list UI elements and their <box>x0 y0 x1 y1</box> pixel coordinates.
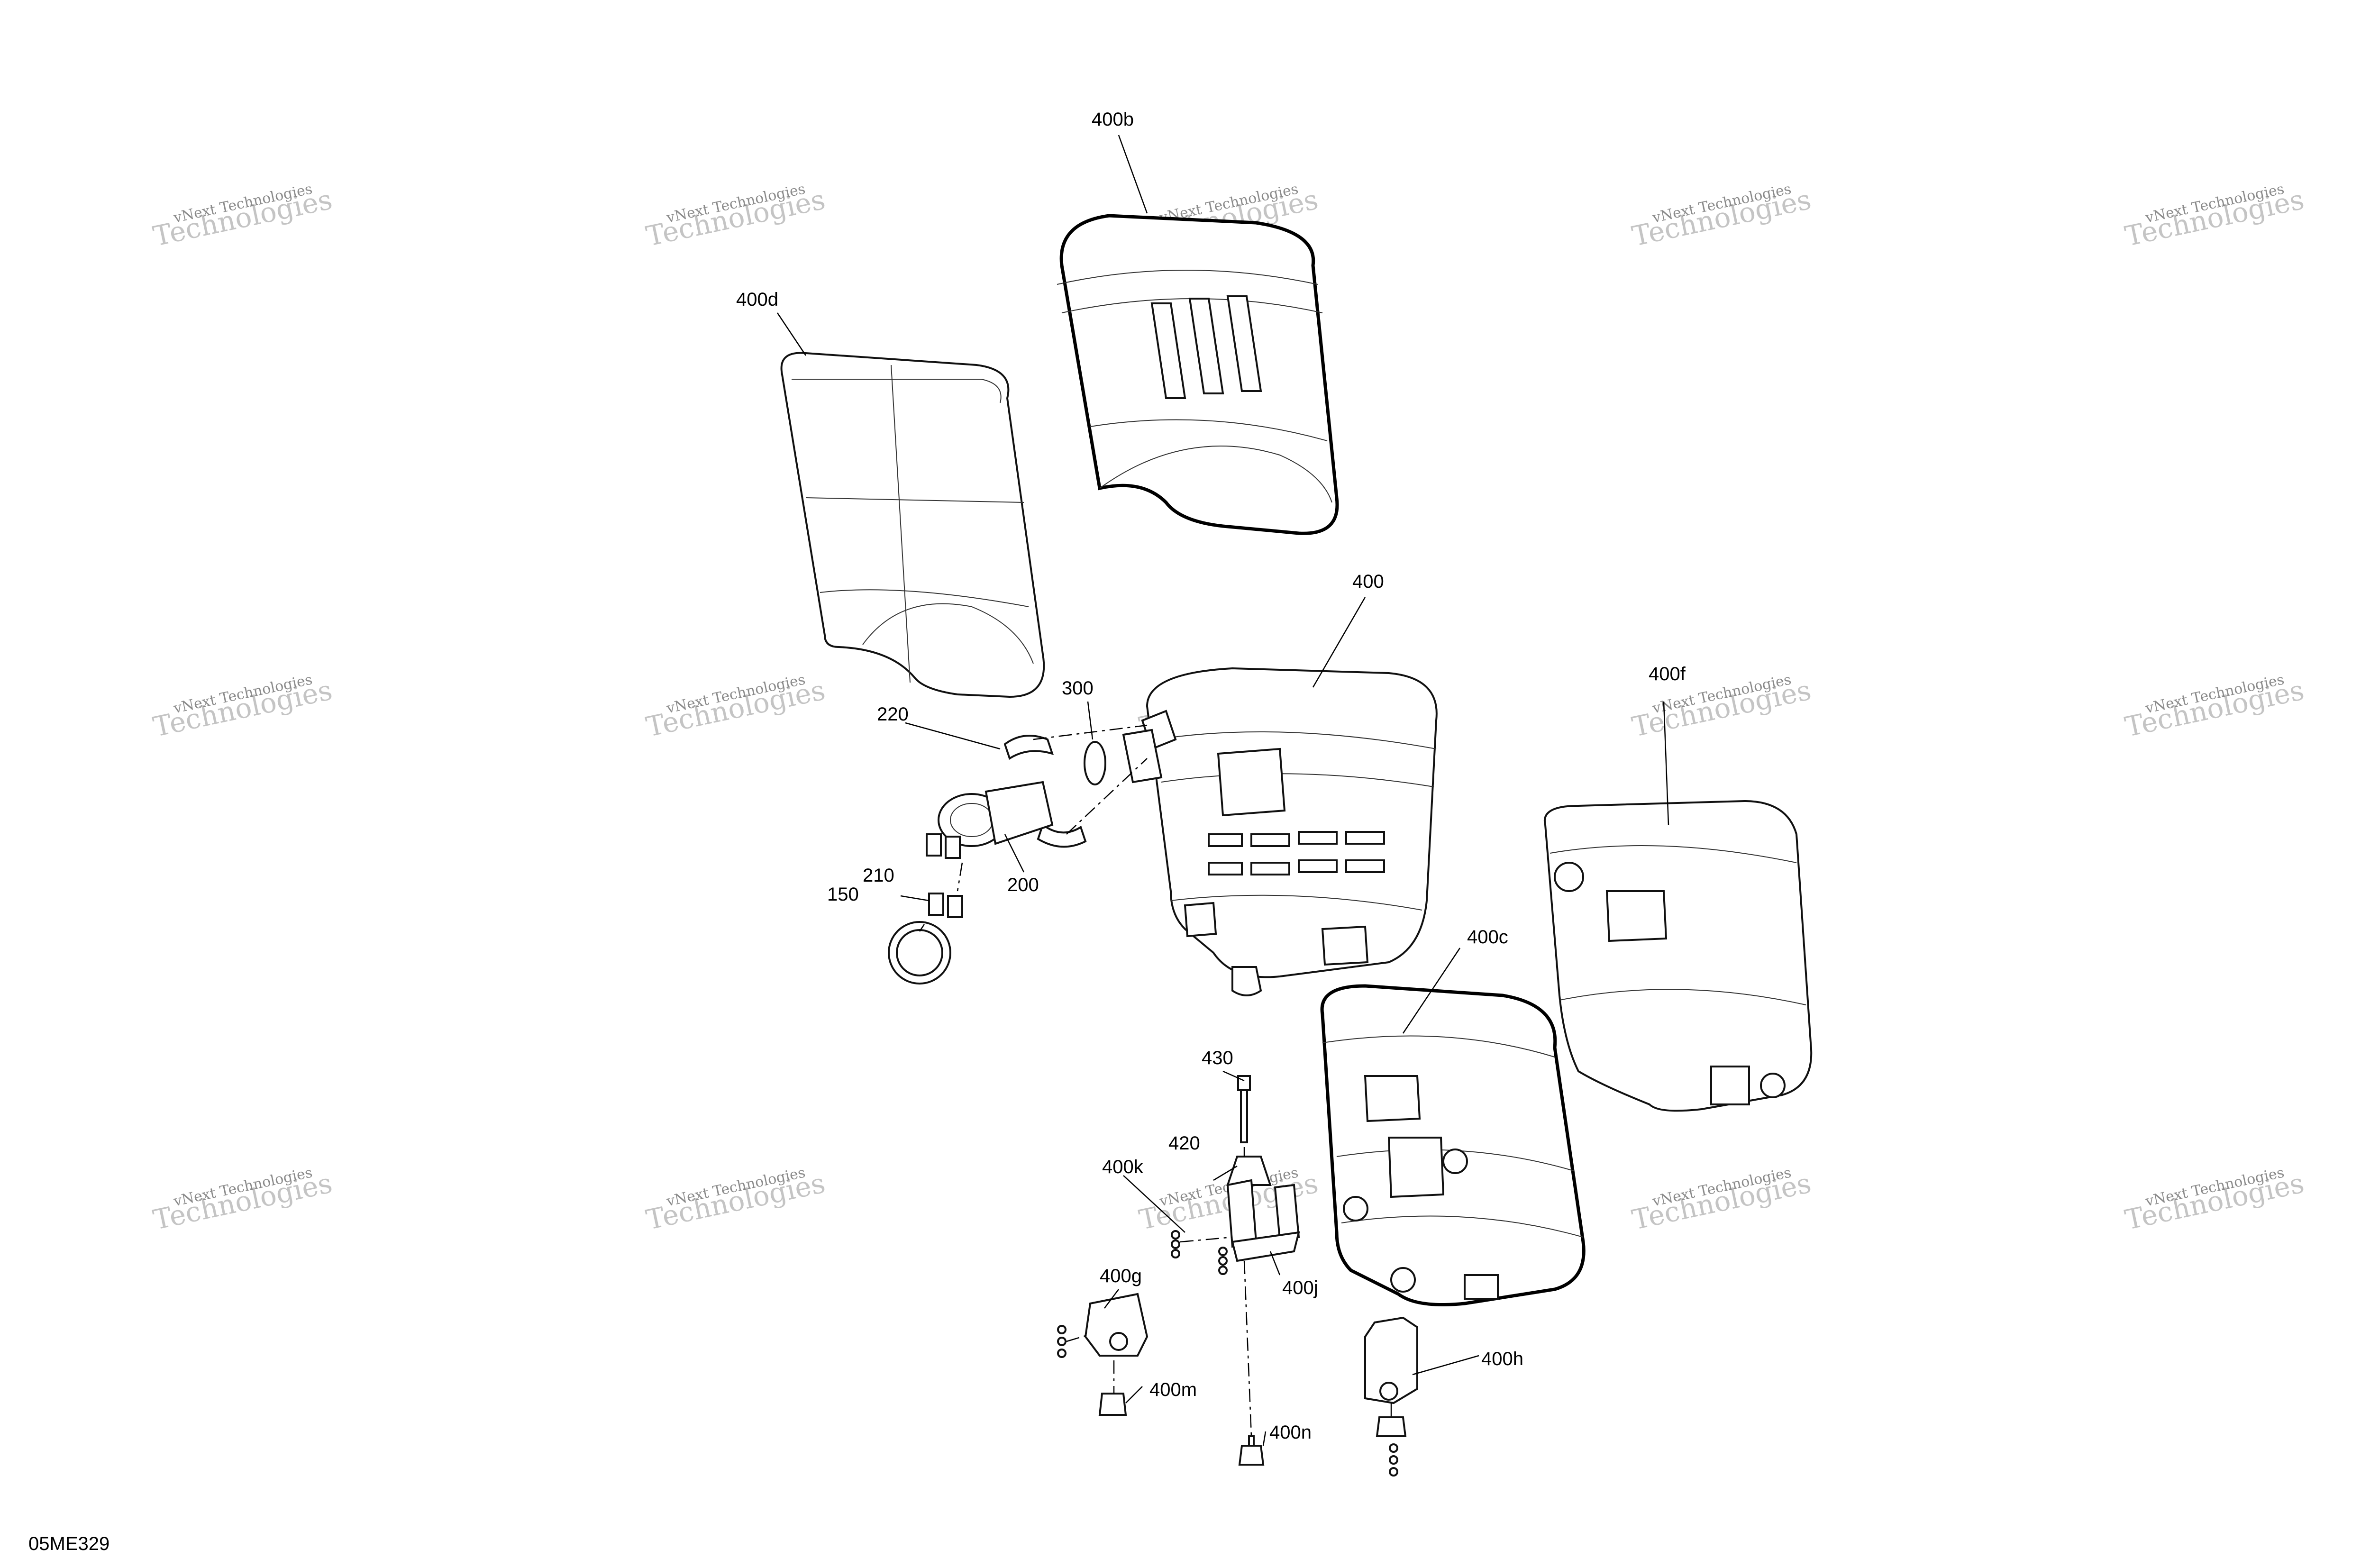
part-210-sensor <box>926 833 963 918</box>
part-300-gasket <box>1084 729 1163 785</box>
part-200-pipe <box>938 781 1054 847</box>
part-430-bolt <box>1237 1075 1251 1143</box>
assembly-lines <box>957 724 1392 1437</box>
watermark: Technologies vNext Technologies <box>150 181 335 253</box>
watermark: Technologies vNext Technologies <box>2122 1164 2307 1236</box>
callout-400n: 400n <box>1269 1422 1312 1443</box>
callout-400m: 400m <box>1149 1379 1197 1400</box>
watermark: Technologies vNext Technologies <box>643 671 828 743</box>
callout-400k: 400k <box>1102 1157 1144 1177</box>
part-400f-cover <box>1543 800 1813 1112</box>
part-400h-hardware <box>1376 1416 1407 1477</box>
part-400d-shell <box>780 352 1045 698</box>
part-400-muffler <box>1141 667 1438 996</box>
watermark: Technologies vNext Technologies <box>2122 671 2307 743</box>
callout-400b: 400b <box>1092 109 1134 130</box>
leader-lines <box>776 135 1669 1446</box>
callout-150: 150 <box>827 884 859 905</box>
callout-210: 210 <box>863 865 894 886</box>
part-400h-bracket <box>1364 1316 1418 1404</box>
watermark: Technologies vNext Technologies <box>1629 1164 1814 1236</box>
part-400b-shell <box>1057 214 1339 535</box>
watermark: Technologies vNext Technologies <box>1629 181 1814 253</box>
callout-400g: 400g <box>1100 1266 1142 1286</box>
watermark: Technologies vNext Technologies <box>2122 181 2307 253</box>
callout-430: 430 <box>1202 1048 1233 1068</box>
watermark: Technologies vNext Technologies <box>150 671 335 743</box>
part-150-ring <box>888 921 951 985</box>
watermark: Technologies vNext Technologies <box>643 181 828 253</box>
callout-200: 200 <box>1007 875 1039 895</box>
callout-220: 220 <box>877 704 909 725</box>
part-400m-foot <box>1098 1393 1127 1416</box>
callout-300: 300 <box>1062 678 1094 699</box>
part-400n-foot <box>1238 1435 1265 1466</box>
drawing-id: 05ME329 <box>28 1533 109 1554</box>
watermark: Technologies vNext Technologies <box>150 1164 335 1236</box>
part-400g-bracket <box>1057 1293 1149 1358</box>
callout-400d: 400d <box>736 289 778 310</box>
part-400c-shell <box>1320 984 1586 1306</box>
callout-420: 420 <box>1168 1133 1200 1154</box>
callout-labels: 400b 400d 400 400f 300 220 200 210 150 4… <box>736 109 1686 1443</box>
callout-400f: 400f <box>1649 664 1686 684</box>
callout-400j: 400j <box>1282 1277 1318 1298</box>
watermark: Technologies vNext Technologies <box>643 1164 828 1236</box>
callout-400: 400 <box>1352 571 1384 592</box>
callout-400h: 400h <box>1481 1349 1523 1369</box>
part-220-clamp <box>1003 735 1087 848</box>
part-400k-bracket <box>1171 1179 1300 1262</box>
part-420-damper <box>1226 1156 1272 1186</box>
part-400j-screws <box>1218 1247 1228 1275</box>
callout-400c: 400c <box>1467 927 1508 948</box>
